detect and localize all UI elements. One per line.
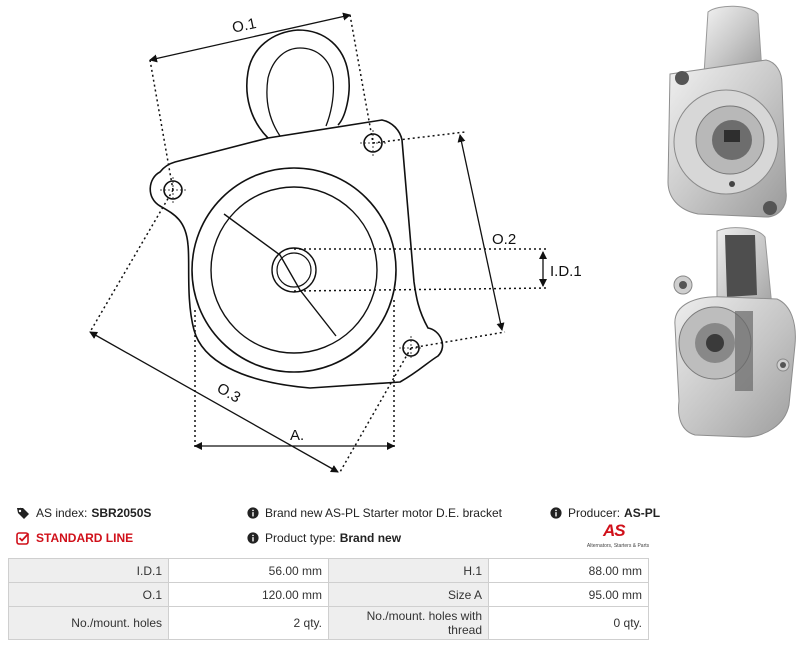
checkbox-icon xyxy=(16,532,30,545)
dim-label-o2: O.2 xyxy=(492,231,516,248)
dim-label-a: A. xyxy=(290,427,304,444)
tag-icon xyxy=(17,507,29,519)
producer: Producer: AS-PL xyxy=(550,506,660,520)
product-type-value: Brand new xyxy=(339,531,402,545)
param-label: I.D.1 xyxy=(8,558,169,583)
bracket-outline xyxy=(149,119,444,389)
product-photo-front xyxy=(667,5,787,218)
param-label: No./mount. holes with thread xyxy=(328,606,489,640)
description-text: Brand new AS-PL Starter motor D.E. brack… xyxy=(265,506,502,520)
housing-outer-circle xyxy=(191,167,397,373)
param-value: 88.00 mm xyxy=(488,558,649,583)
technical-drawing: O.1 O.2 O.3 I.D.1 A. xyxy=(89,12,582,473)
producer-logo: AS Alternators, Starters & Parts xyxy=(585,521,651,551)
param-label: O.1 xyxy=(8,582,169,607)
producer-value: AS-PL xyxy=(624,506,661,520)
as-index-label: AS index: xyxy=(36,506,88,520)
product-type-label: Product type: xyxy=(265,531,336,545)
as-index: AS index: SBR2050S xyxy=(16,506,151,520)
parameters-table: I.D.1 56.00 mm H.1 88.00 mm O.1 120.00 m… xyxy=(8,558,649,640)
dim-label-id1: I.D.1 xyxy=(550,263,582,280)
param-value: 120.00 mm xyxy=(168,582,329,607)
param-label: Size A xyxy=(328,582,489,607)
dim-label-o3: O.3 xyxy=(214,380,243,407)
info-icon xyxy=(247,532,259,544)
table-row: I.D.1 56.00 mm H.1 88.00 mm xyxy=(8,558,649,583)
table-row: No./mount. holes 2 qty. No./mount. holes… xyxy=(8,606,649,640)
logo-tagline: Alternators, Starters & Parts xyxy=(586,543,650,549)
producer-label: Producer: xyxy=(568,506,621,520)
product-type: Product type: Brand new xyxy=(247,531,401,545)
param-label: H.1 xyxy=(328,558,489,583)
param-value: 0 qty. xyxy=(488,606,649,640)
as-index-value: SBR2050S xyxy=(91,506,152,520)
product-photo-side xyxy=(673,227,796,438)
info-icon xyxy=(550,507,562,519)
product-description: Brand new AS-PL Starter motor D.E. brack… xyxy=(247,506,502,520)
standard-line-text: STANDARD LINE xyxy=(36,531,134,545)
table-row: O.1 120.00 mm Size A 95.00 mm xyxy=(8,582,649,607)
dim-label-o1: O.1 xyxy=(231,15,258,37)
param-value: 2 qty. xyxy=(168,606,329,640)
logo-mark: AS xyxy=(603,521,626,540)
param-value: 56.00 mm xyxy=(168,558,329,583)
info-icon xyxy=(247,507,259,519)
param-value: 95.00 mm xyxy=(488,582,649,607)
standard-line-badge: STANDARD LINE xyxy=(16,531,133,545)
param-label: No./mount. holes xyxy=(8,606,169,640)
